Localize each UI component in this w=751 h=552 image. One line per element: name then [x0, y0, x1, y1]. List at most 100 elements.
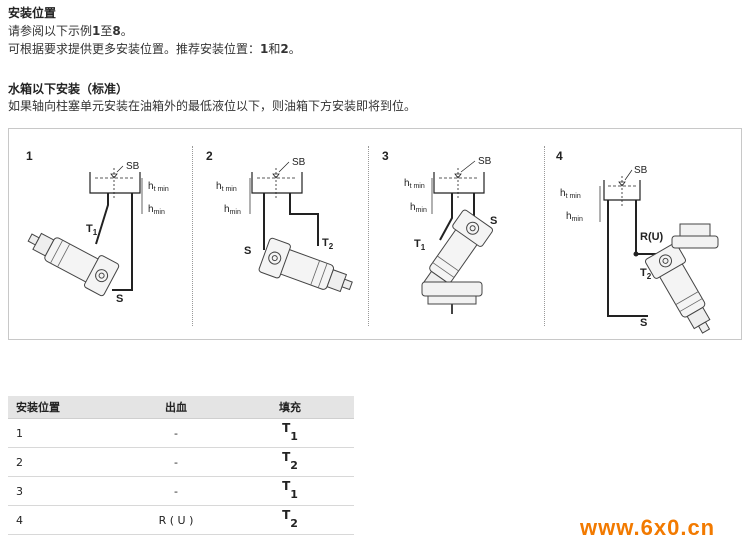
fill-symbol: T	[282, 421, 291, 435]
r-label: R(U)	[640, 231, 664, 243]
svg-text:T2: T2	[640, 267, 652, 281]
hmin-label: h	[566, 211, 572, 222]
section-title-installation-position: 安装位置	[8, 6, 57, 20]
table-row: 1 - T1	[8, 418, 354, 448]
sb-label: SB	[126, 161, 140, 172]
svg-text:ht min: ht min	[560, 188, 581, 200]
hmin-subscript: min	[230, 209, 241, 216]
intro-line-2: 可根据要求提供更多安装位置。推荐安装位置：1和2。	[8, 40, 301, 57]
table-row: 4 R ( U ) T2	[8, 505, 354, 535]
table-header-row: 安装位置 出血 填充	[8, 396, 354, 419]
pump-unit	[257, 236, 358, 304]
pump-unit	[21, 221, 121, 298]
figure-1: 1 SB ht min hmin T1 S	[21, 149, 169, 305]
ht-subscript: t min	[410, 183, 425, 190]
ht-subscript: t min	[154, 186, 169, 193]
pipe-t1	[439, 193, 453, 241]
pump-unit	[643, 241, 723, 341]
cell-bleed: R ( U )	[126, 505, 226, 535]
ht-label: h	[216, 181, 222, 192]
t-subscript: 2	[329, 242, 334, 251]
s-label: S	[244, 245, 251, 257]
installation-position-table: 安装位置 出血 填充 1 - T1 2 - T2 3 - T1 4 R ( U …	[8, 396, 354, 535]
svg-text:hmin: hmin	[148, 204, 165, 216]
figure-divider	[544, 146, 545, 326]
fill-symbol: T	[282, 450, 291, 464]
fill-symbol: T	[282, 508, 291, 522]
subsection-description: 如果轴向柱塞单元安装在油箱外的最低液位以下，则油箱下方安装即将到位。	[8, 99, 417, 113]
t-subscript: 1	[421, 243, 426, 252]
sb-label: SB	[478, 156, 492, 167]
figure-2: 2 SB ht min hmin T2 S	[206, 149, 358, 304]
ht-label: h	[560, 188, 566, 199]
t-label: T	[322, 237, 329, 249]
intro-line-1-a: 1	[92, 24, 101, 38]
figure-3-number: 3	[382, 149, 389, 163]
pipe-t2	[289, 193, 319, 246]
cell-bleed: -	[126, 447, 226, 477]
hmin-subscript: min	[572, 216, 583, 223]
tank-outline	[251, 172, 303, 194]
column-header-fill: 填充	[226, 396, 354, 419]
fill-subscript: 2	[290, 517, 298, 530]
intro-line-2-a: 1	[260, 42, 269, 56]
t-label: T	[86, 223, 93, 235]
intro-line-2-mid: 和	[268, 42, 281, 56]
tank-outline	[433, 172, 485, 194]
column-header-bleed: 出血	[126, 396, 226, 419]
cell-position: 1	[8, 418, 126, 448]
cell-fill: T2	[226, 447, 354, 477]
s-label: S	[116, 293, 123, 305]
ht-subscript: t min	[222, 186, 237, 193]
figure-3: 3 SB ht min hmin T1 S	[382, 149, 497, 314]
pipe-s	[607, 200, 648, 317]
hmin-subscript: min	[154, 209, 165, 216]
hmin-label: h	[148, 204, 154, 215]
intro-line-1-suffix: 。	[120, 24, 133, 38]
ht-label: h	[404, 178, 410, 189]
svg-text:hmin: hmin	[224, 204, 241, 216]
svg-text:T2: T2	[322, 237, 334, 251]
cell-position: 3	[8, 476, 126, 506]
t-label: T	[414, 238, 421, 250]
pipe-t1	[95, 193, 109, 245]
subsection-title-below-tank: 水箱以下安装（标准）	[8, 82, 129, 96]
watermark: www.6x0.cn	[580, 515, 716, 540]
svg-text:ht min: ht min	[404, 178, 425, 190]
table-row: 2 - T2	[8, 447, 354, 477]
ht-label: h	[148, 181, 154, 192]
svg-text:ht min: ht min	[148, 181, 169, 193]
figure-4: 4 SB ht min hmin R(U) T2 S	[556, 149, 723, 341]
tank-outline	[89, 172, 141, 194]
t-subscript: 1	[93, 228, 98, 237]
t-subscript: 2	[647, 272, 652, 281]
s-label: S	[640, 317, 647, 329]
t-label: T	[640, 267, 647, 279]
column-header-position: 安装位置	[8, 396, 126, 419]
intro-line-1-mid: 至	[100, 24, 113, 38]
intro-line-1-b: 8	[112, 24, 121, 38]
s-label: S	[490, 215, 497, 227]
svg-text:hmin: hmin	[410, 202, 427, 214]
ht-subscript: t min	[566, 193, 581, 200]
fill-subscript: 1	[290, 430, 298, 443]
figure-1-number: 1	[26, 149, 33, 163]
svg-text:hmin: hmin	[566, 211, 583, 223]
figure-2-number: 2	[206, 149, 213, 163]
figure-divider	[192, 146, 193, 326]
pipe-s	[112, 193, 133, 291]
fill-subscript: 1	[290, 488, 298, 501]
hmin-label: h	[224, 204, 230, 215]
cell-fill: T1	[226, 418, 354, 448]
intro-line-2-prefix: 可根据要求提供更多安装位置。推荐安装位置：	[8, 42, 261, 56]
cell-bleed: -	[126, 418, 226, 448]
fill-symbol: T	[282, 479, 291, 493]
svg-text:ht min: ht min	[216, 181, 237, 193]
sb-label: SB	[634, 165, 648, 176]
cell-position: 2	[8, 447, 126, 477]
sb-label: SB	[292, 157, 306, 168]
intro-line-2-b: 2	[280, 42, 289, 56]
svg-text:T1: T1	[414, 238, 426, 252]
table-row: 3 - T1	[8, 476, 354, 506]
